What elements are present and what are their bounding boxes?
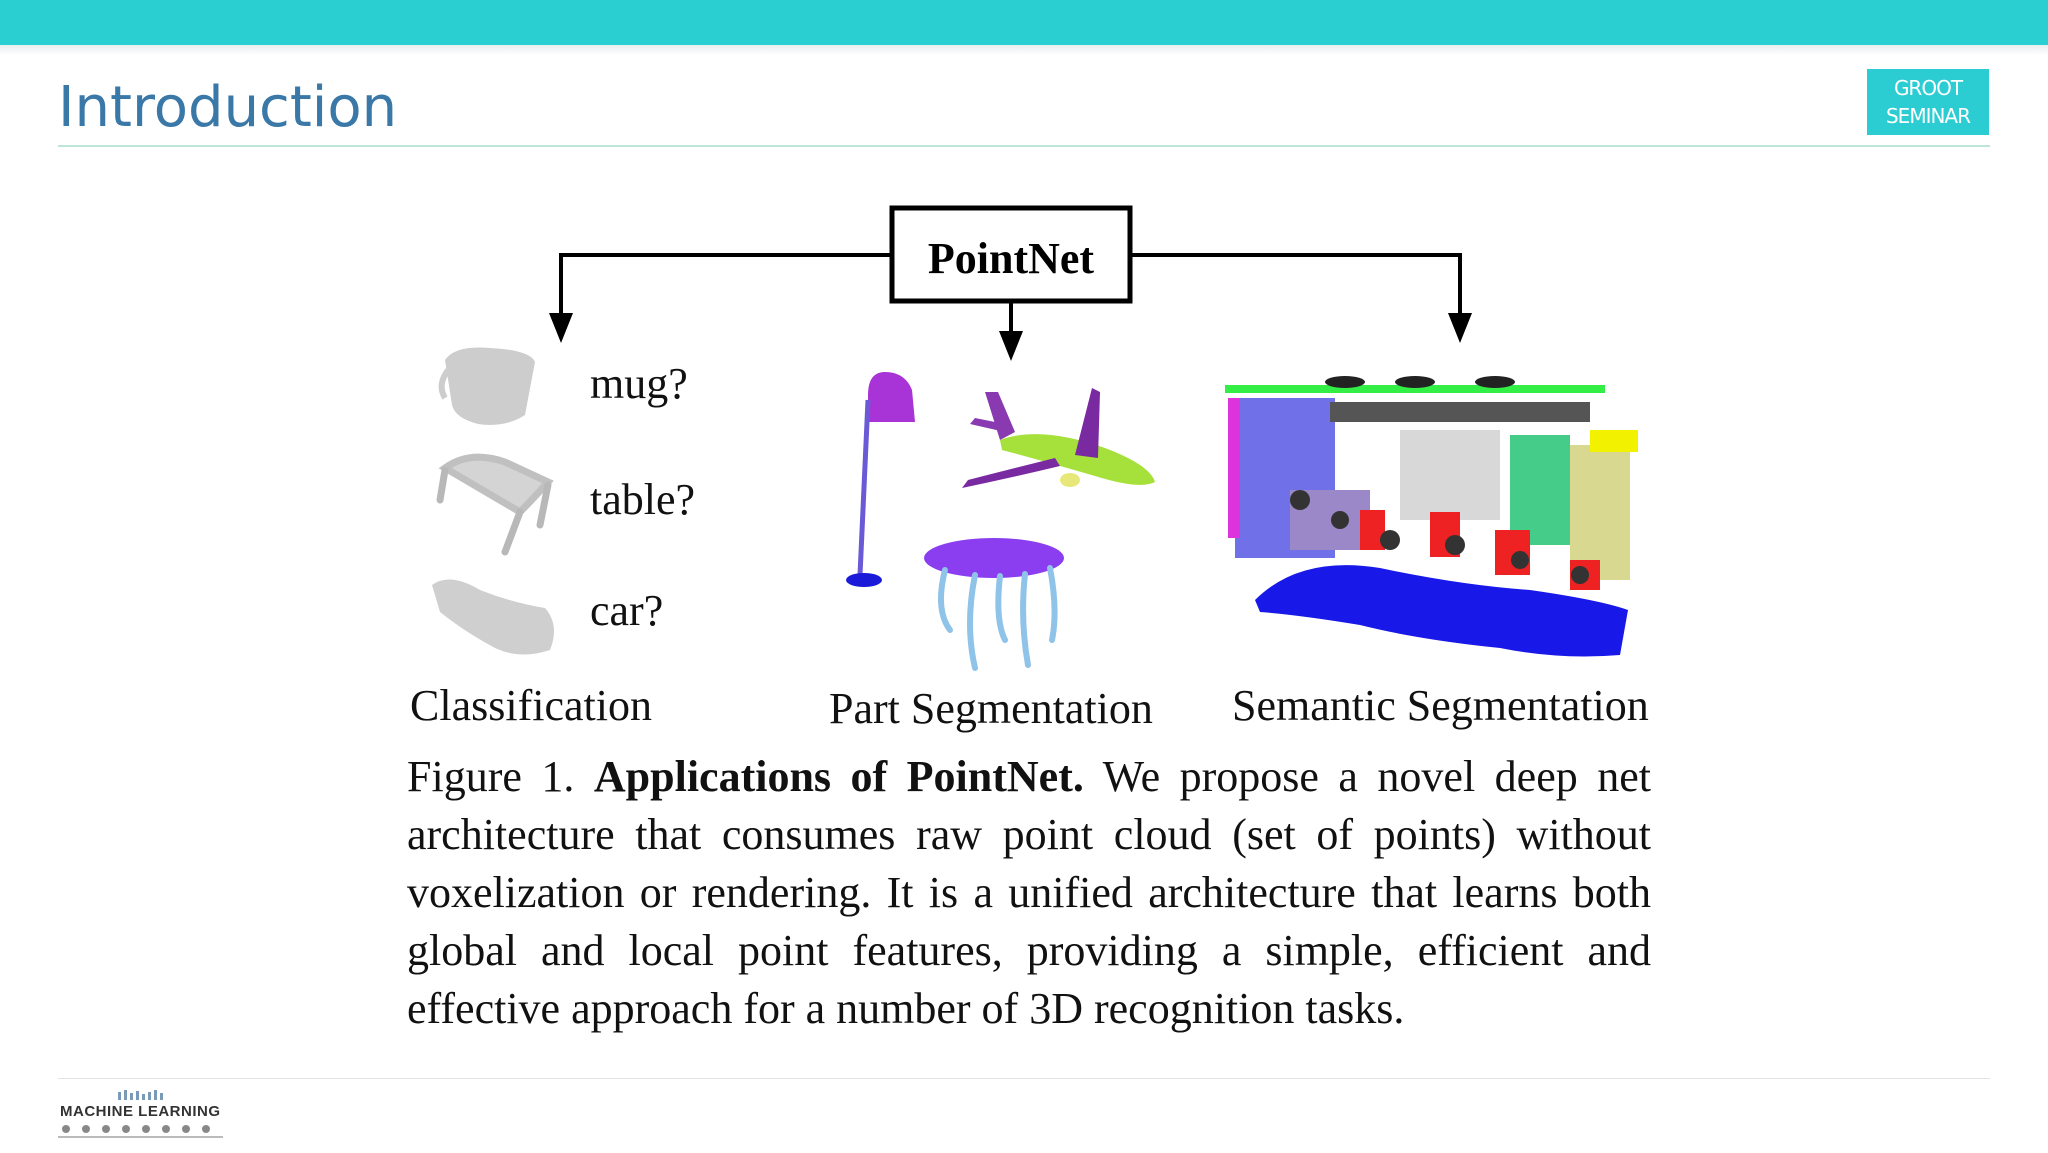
machine-learning-logo: MACHINE LEARNING [58,1088,228,1148]
groot-seminar-badge: GROOT SEMINAR [1867,69,1989,135]
room-pointcloud-icon [1225,376,1638,657]
table-segmented-icon [924,538,1064,671]
footer-divider [58,1078,1990,1079]
caption-lead: Figure 1. [407,752,575,801]
top-bar-shadow [0,45,2048,55]
class-label-mug: mug? [590,359,688,408]
lamp-pointcloud-icon [846,372,915,587]
logo-graphic-icon [58,1090,223,1138]
section-label-semantic-segmentation: Semantic Segmentation [1232,681,1649,730]
slide-title: Introduction [58,75,398,140]
badge-line-1: GROOT [1893,76,1963,100]
section-label-classification: Classification [410,681,652,730]
mug-pointcloud-icon [438,347,535,425]
section-label-part-segmentation: Part Segmentation [829,684,1153,733]
figure-caption: Figure 1. Applications of PointNet. We p… [407,748,1651,1038]
title-divider [58,145,1990,147]
pointnet-box [889,205,1133,304]
caption-bold: Applications of PointNet. [593,752,1084,801]
airplane-pointcloud-icon [962,388,1155,488]
pointnet-label: PointNet [928,234,1095,283]
caption-body: We propose a novel deep net architecture… [407,752,1651,1033]
table-pointcloud-icon [436,453,554,556]
class-label-car: car? [590,586,663,635]
logo-text: MACHINE LEARNING [60,1103,221,1120]
top-bar [0,0,2048,45]
car-pointcloud-icon [432,579,554,655]
arrow-heads [549,313,1472,361]
class-label-table: table? [590,475,695,524]
badge-line-2: SEMINAR [1885,104,1971,128]
